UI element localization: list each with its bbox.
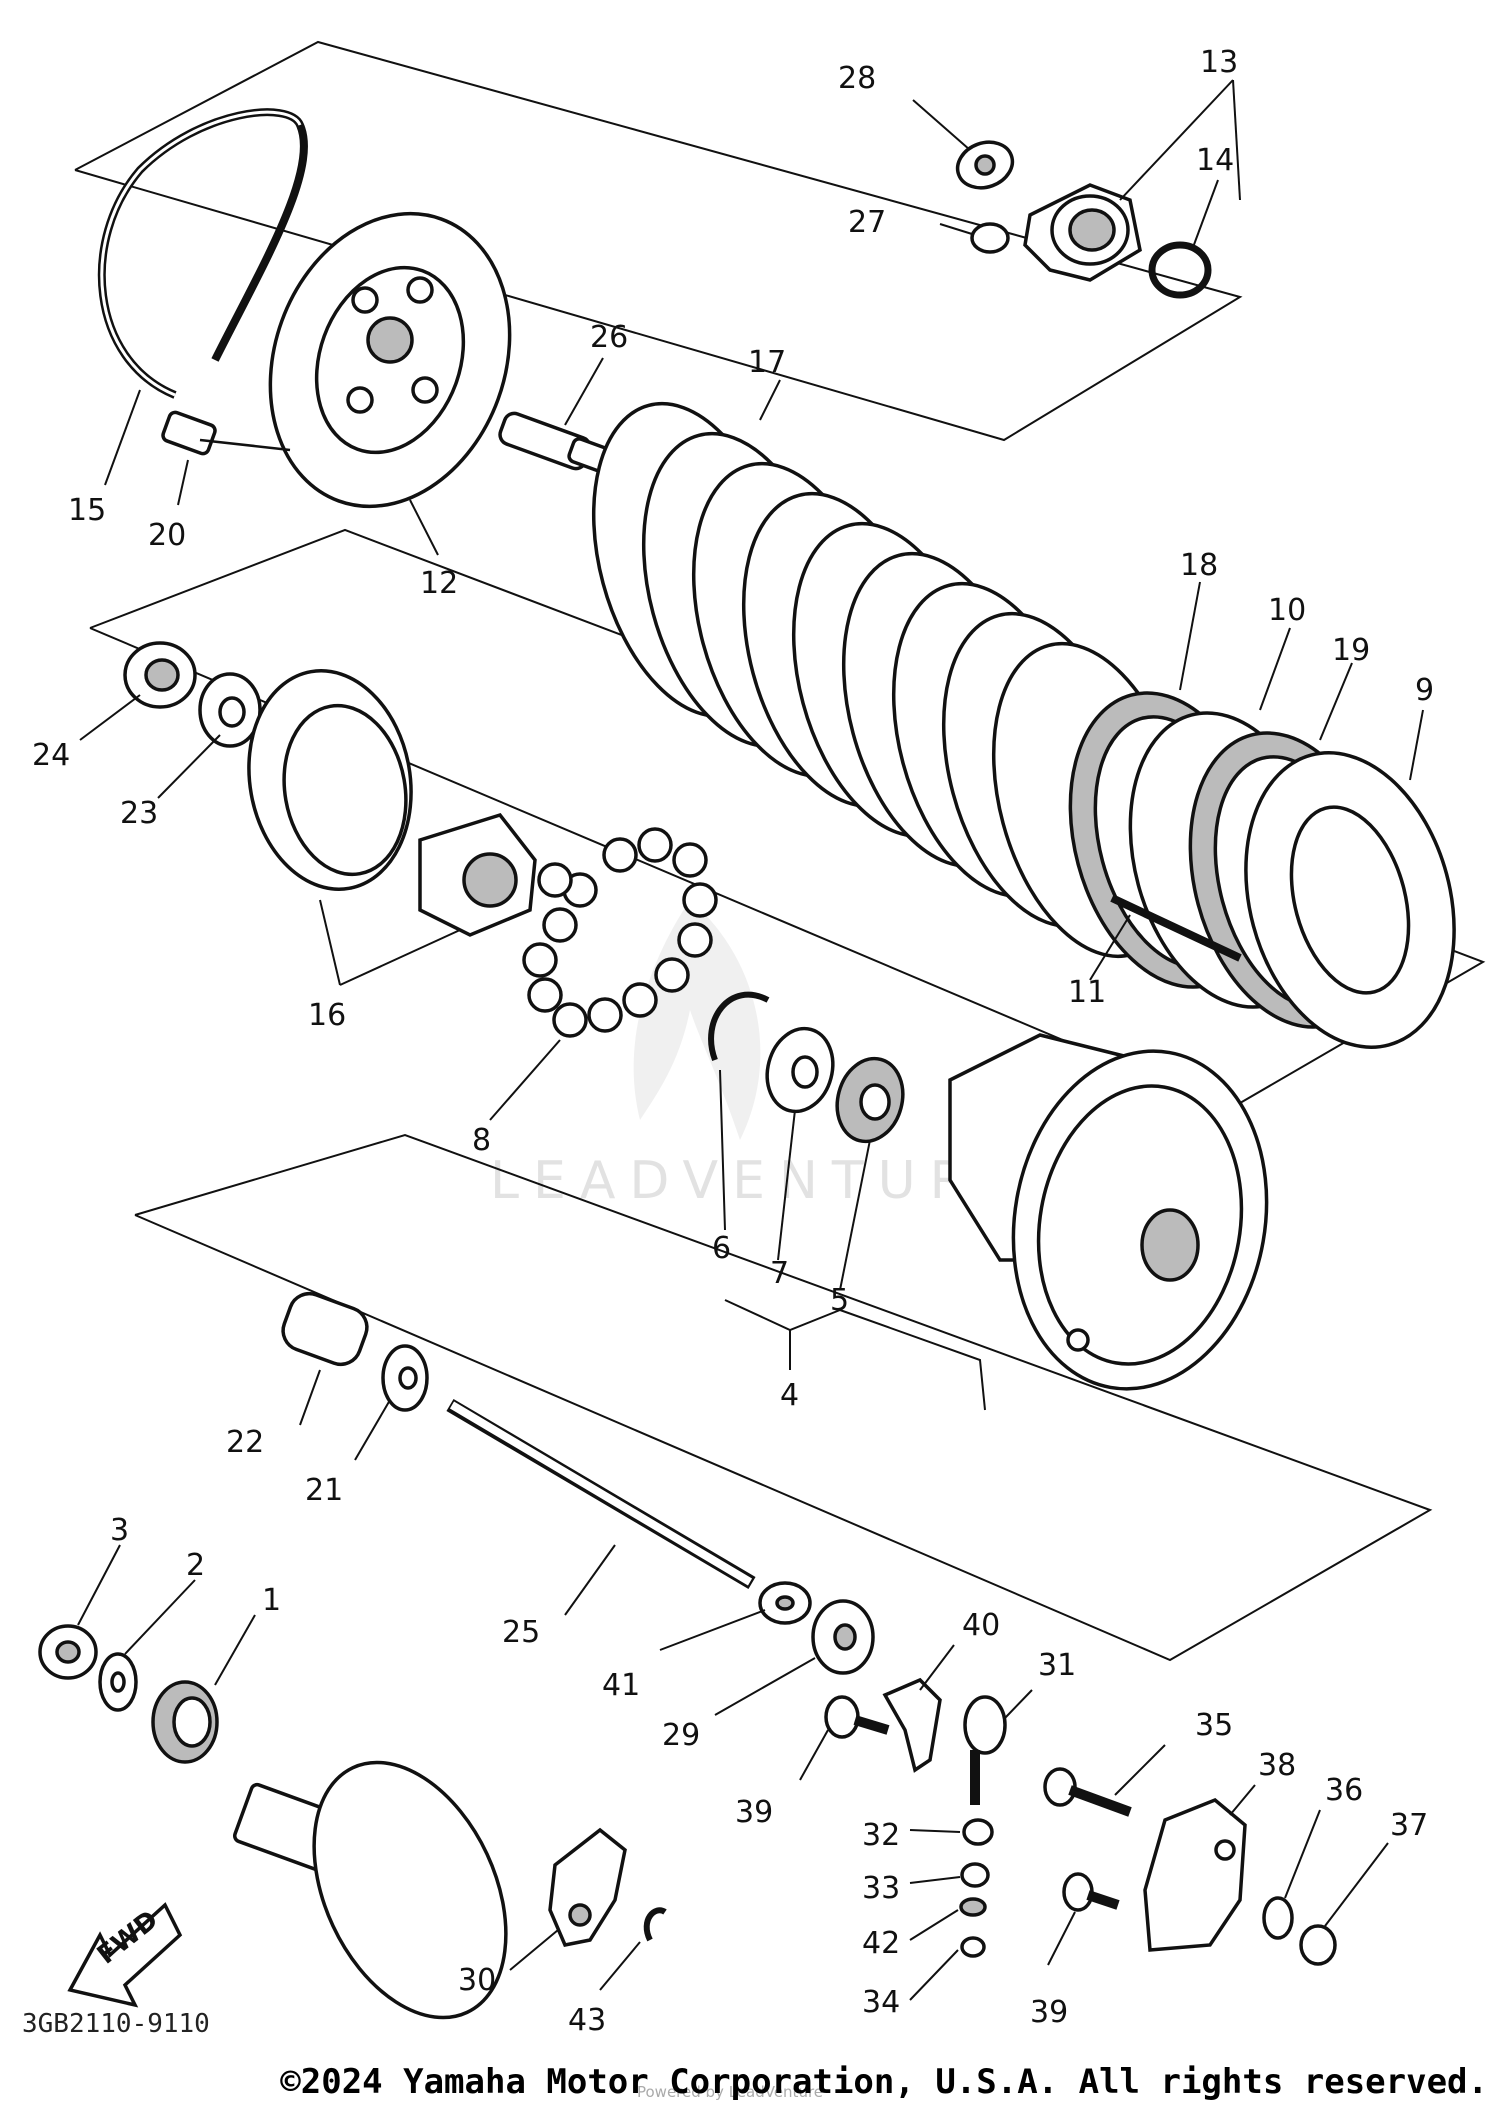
outline-housing-group [134, 1133, 1433, 1662]
callout-35: 35 [1195, 1708, 1233, 1743]
clutch-boss-16 [247, 669, 537, 937]
thrust-washer-5 [835, 1056, 905, 1144]
collar-33 [960, 1862, 990, 1888]
washer-2 [98, 1652, 138, 1712]
bearing-housing-13 [1023, 183, 1142, 282]
callout-33: 33 [862, 1871, 900, 1906]
bolt-35 [1043, 1767, 1132, 1817]
outline-friction-plate-group [89, 528, 1486, 1112]
washer-42 [959, 1897, 987, 1917]
callout-15: 15 [68, 493, 106, 528]
circlip-43 [643, 1907, 667, 1942]
callout-13: 13 [1200, 45, 1238, 80]
callout-27: 27 [848, 205, 886, 240]
callout-43: 43 [568, 2003, 606, 2038]
callout-30: 30 [458, 1963, 496, 1998]
steel-balls-8 [522, 827, 718, 1038]
bolt-27 [970, 222, 1010, 254]
callout-38: 38 [1258, 1748, 1296, 1783]
bearing-29 [811, 1599, 875, 1675]
adjuster-31 [963, 1695, 1007, 1805]
washer-36 [1262, 1896, 1294, 1940]
callout-23: 23 [120, 796, 158, 831]
callout-16: 16 [308, 998, 346, 1033]
leader-lines [77, 79, 1424, 2001]
callout-3: 3 [110, 1513, 129, 1548]
bolt-39-left [824, 1695, 890, 1739]
reference-code: 3GB2110-9110 [22, 2009, 210, 2039]
collar-22 [281, 1291, 369, 1367]
push-rod-25 [446, 1398, 756, 1590]
clutch-plate-9 [1244, 751, 1456, 1049]
bracket-38 [1143, 1797, 1247, 1952]
callout-39-right: 39 [1030, 1995, 1068, 2030]
screw-20 [161, 410, 291, 456]
gear-1 [151, 1680, 219, 1764]
callout-39-left: 39 [735, 1795, 773, 1830]
bearing-28 [955, 140, 1015, 190]
callout-10: 10 [1268, 593, 1306, 628]
callout-1: 1 [262, 1583, 281, 1618]
callout-12: 12 [420, 566, 458, 601]
nut-37 [1299, 1924, 1337, 1966]
callout-41: 41 [602, 1668, 640, 1703]
callout-11: 11 [1068, 975, 1106, 1010]
callout-2: 2 [186, 1548, 205, 1583]
callout-4: 4 [780, 1378, 799, 1413]
callout-24: 24 [32, 738, 70, 773]
watermark-powered-by: Powered by LeadVenture [636, 2083, 824, 2101]
callout-5: 5 [830, 1283, 849, 1318]
pressure-plate-12 [268, 211, 512, 509]
copyright-notice: ©2024 Yamaha Motor Corporation, U.S.A. A… [280, 2062, 1488, 2102]
callout-29: 29 [662, 1718, 700, 1753]
nut-24 [123, 641, 197, 709]
callout-19: 19 [1332, 633, 1370, 668]
circlip-15 [97, 108, 308, 399]
bracket-40 [882, 1677, 942, 1773]
thrust-washer-7 [765, 1026, 835, 1114]
watermark: LEADVENTURE [490, 900, 1027, 1211]
callout-18: 18 [1180, 548, 1218, 583]
callout-40: 40 [962, 1608, 1000, 1643]
callout-8: 8 [472, 1123, 491, 1158]
lock-washer-23 [198, 672, 262, 748]
callout-31: 31 [1038, 1648, 1076, 1683]
callout-9: 9 [1415, 673, 1434, 708]
callout-42: 42 [862, 1926, 900, 1961]
callout-6: 6 [712, 1231, 731, 1266]
callouts: 28 13 14 27 26 17 15 20 12 18 10 19 9 24… [32, 45, 1434, 2038]
bolt-39-right [1062, 1872, 1120, 1912]
callout-14: 14 [1196, 143, 1234, 178]
washer-21 [381, 1344, 429, 1412]
callout-20: 20 [148, 518, 186, 553]
callout-32: 32 [862, 1818, 900, 1853]
callout-37: 37 [1390, 1808, 1428, 1843]
circlip-34 [960, 1936, 986, 1958]
assembly-outlines [74, 40, 1486, 1662]
nut-3 [38, 1624, 98, 1680]
fwd-arrow: FWD [67, 1902, 183, 2008]
collar-32 [962, 1818, 994, 1846]
callout-17: 17 [748, 345, 786, 380]
callout-36: 36 [1325, 1773, 1363, 1808]
watermark-text: LEADVENTURE [490, 1151, 1027, 1211]
callout-28: 28 [838, 61, 876, 96]
callout-21: 21 [305, 1473, 343, 1508]
washer-41 [758, 1581, 812, 1625]
callout-7: 7 [770, 1256, 789, 1291]
clutch-plate-stack-17 [591, 401, 1189, 959]
callout-22: 22 [226, 1425, 264, 1460]
lever-30 [548, 1827, 627, 1947]
circlip-14 [1148, 241, 1212, 299]
callout-34: 34 [862, 1985, 900, 2020]
callout-25: 25 [502, 1615, 540, 1650]
callout-26: 26 [590, 320, 628, 355]
primary-drive-shaft [232, 1760, 508, 2020]
clutch-housing-4 [948, 1033, 1269, 1391]
circlip-6 [708, 991, 770, 1062]
spring-rod-11 [1110, 894, 1242, 962]
outline-pressure-plate-group [74, 40, 1243, 442]
